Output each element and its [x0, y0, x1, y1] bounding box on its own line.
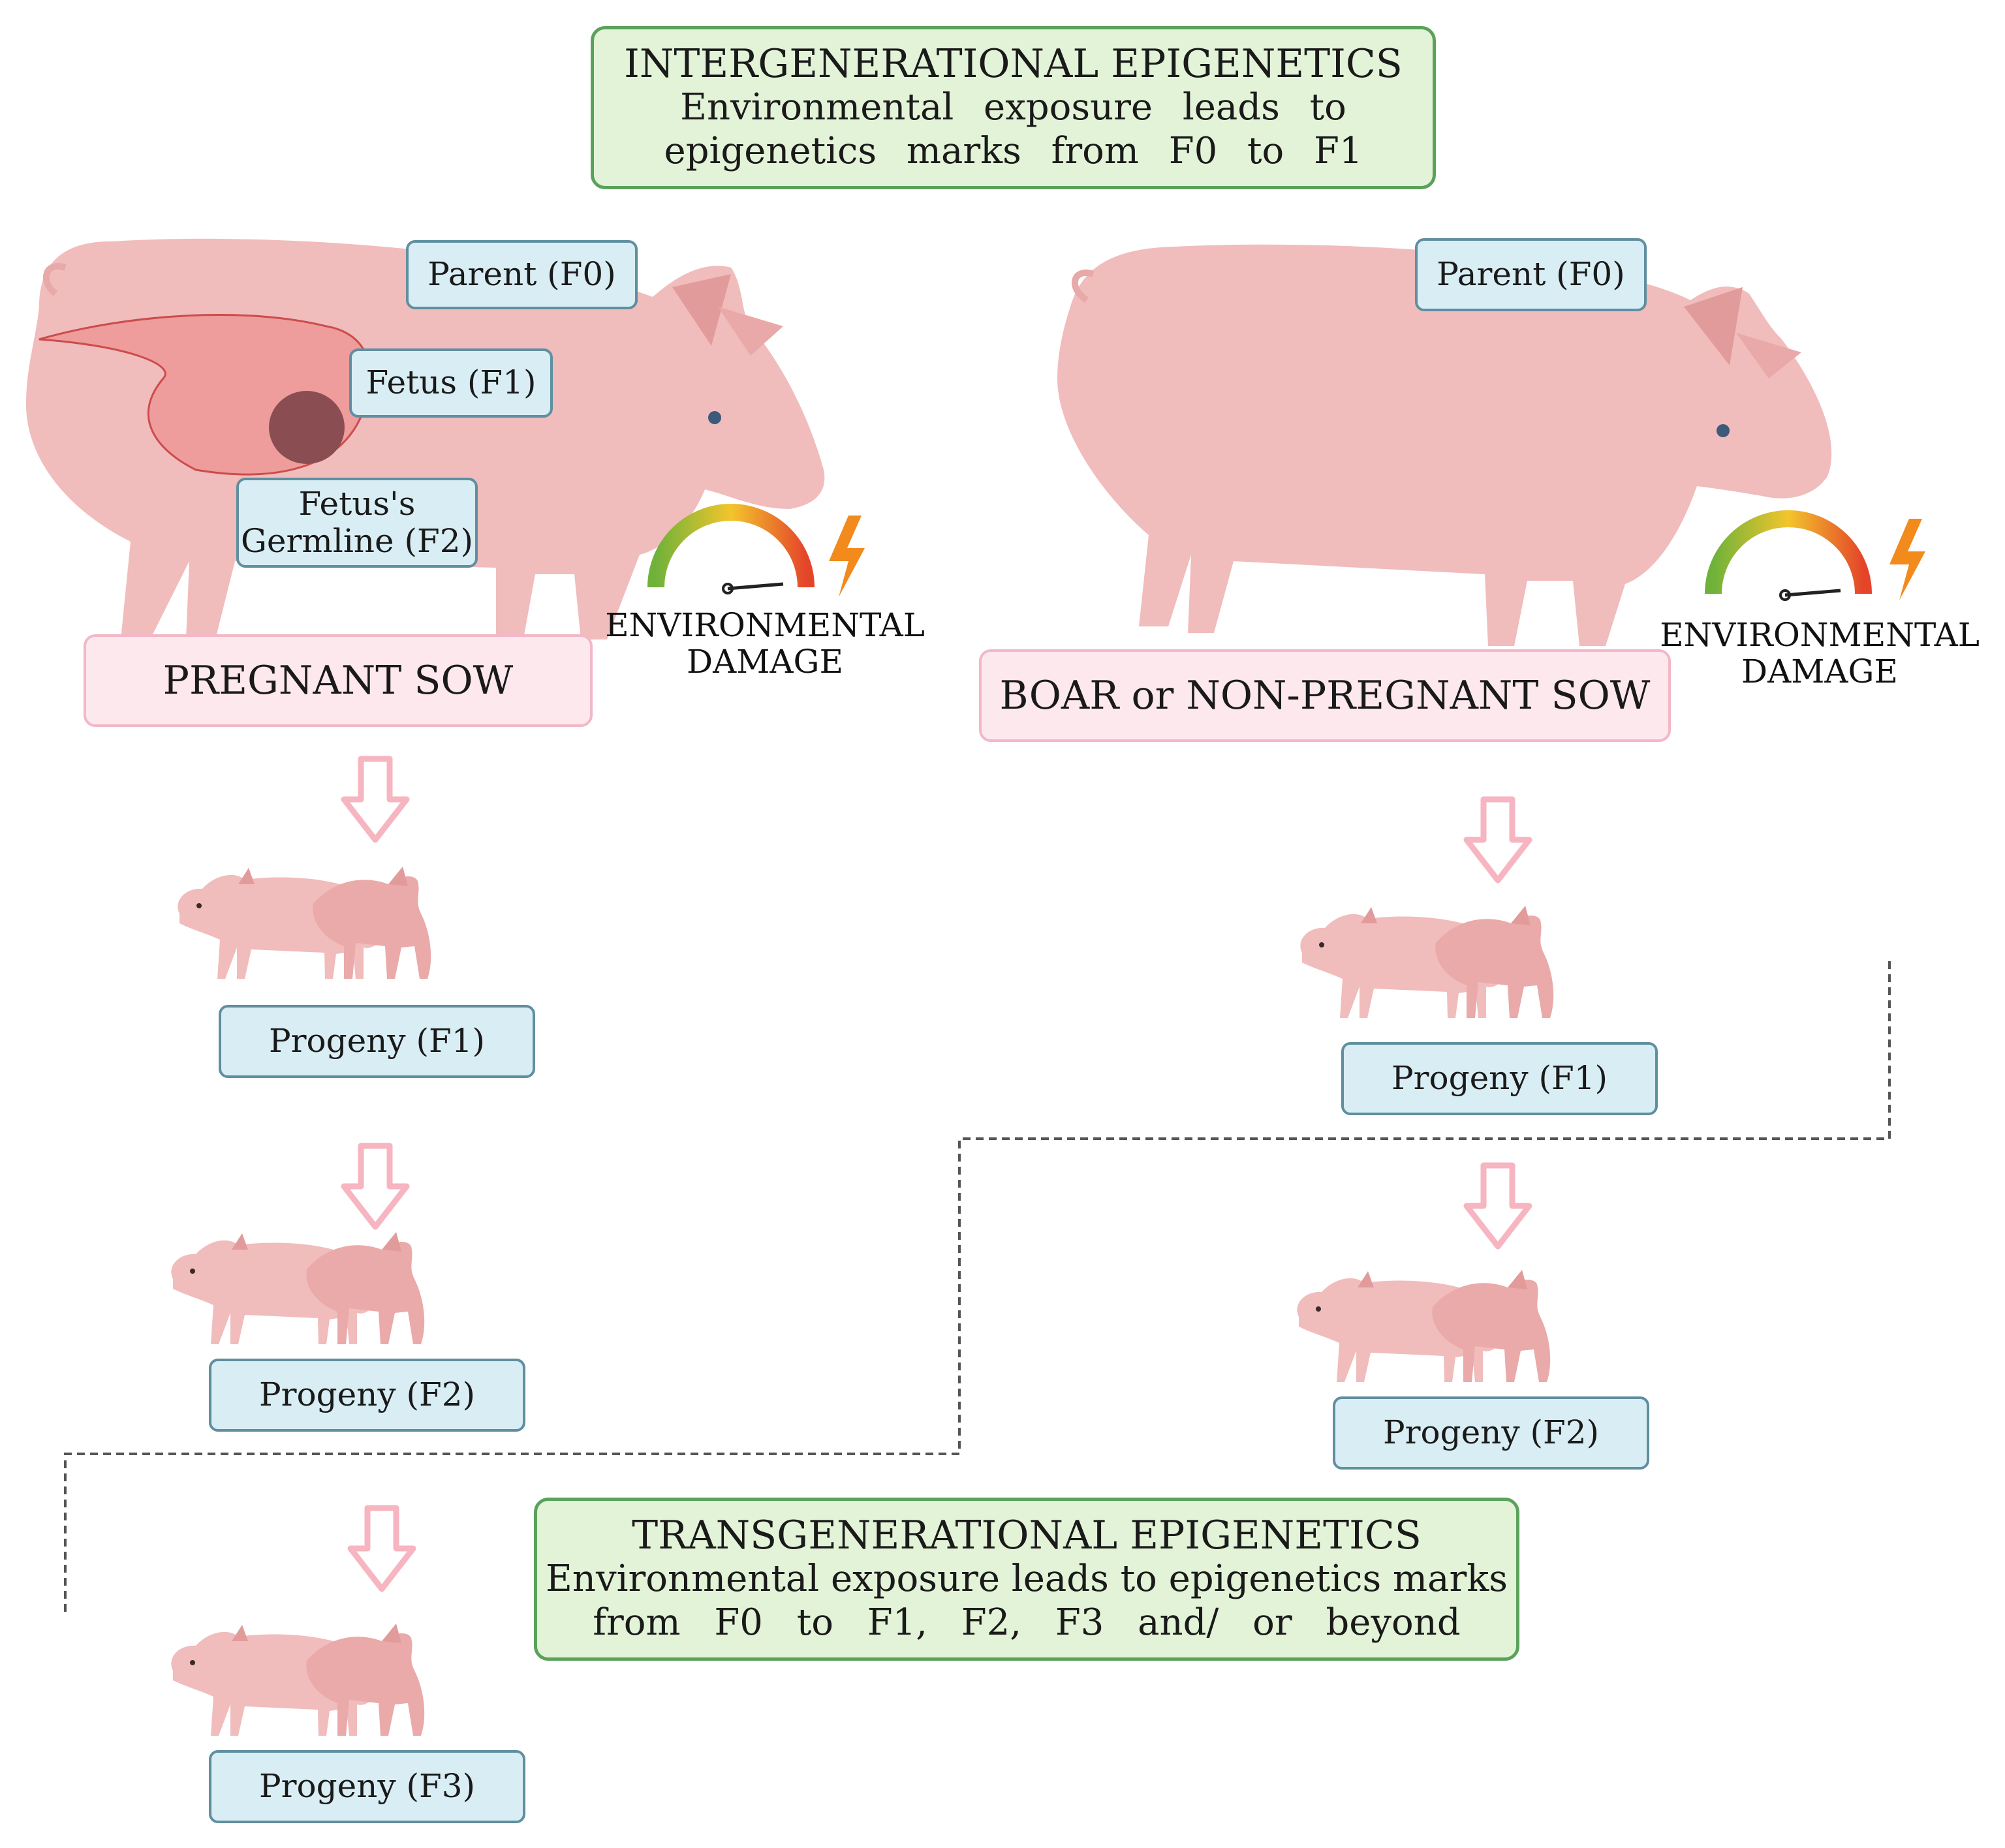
right-parent-label: Parent (F0): [1415, 238, 1647, 311]
piglets-left-f1: [178, 867, 431, 979]
transgenerational-title: TRANSGENERATIONAL EPIGENETICS: [632, 1512, 1422, 1558]
pregnant-sow-label: PREGNANT SOW: [84, 634, 593, 727]
left-damage-label: ENVIRONMENTAL DAMAGE: [605, 606, 925, 681]
intergenerational-box: INTERGENERATIONAL EPIGENETICS Environmen…: [591, 26, 1436, 189]
piglets-right-f1: [1300, 906, 1554, 1018]
damage-gauge-right-icon: [1705, 510, 1872, 601]
progeny-f1-left-label: Progeny (F1): [219, 1005, 535, 1078]
arrow-right-1-icon: [1467, 799, 1529, 880]
boar-illustration: [1057, 244, 1832, 646]
transgenerational-connector-line: [64, 959, 1891, 1612]
transgenerational-box: TRANSGENERATIONAL EPIGENETICS Environmen…: [534, 1498, 1519, 1661]
left-parent-label: Parent (F0): [406, 240, 638, 309]
arrow-left-3-icon: [350, 1508, 413, 1589]
boar-label: BOAR or NON-PREGNANT SOW: [979, 649, 1671, 742]
piglets-left-f3: [171, 1624, 425, 1736]
piglets-right-f2: [1297, 1270, 1551, 1382]
intergenerational-line-1: Environmental exposure leads to: [680, 85, 1346, 129]
transgenerational-line-2: from F0 to F1, F2, F3 and/ or beyond: [593, 1601, 1461, 1644]
progeny-f3-left-label: Progeny (F3): [209, 1750, 525, 1823]
arrow-left-2-icon: [344, 1146, 407, 1227]
damage-gauge-left-icon: [647, 504, 815, 594]
fetus-label: Fetus (F1): [349, 348, 553, 418]
right-damage-label: ENVIRONMENTAL DAMAGE: [1660, 616, 1980, 690]
germline-label: Fetus's Germline (F2): [236, 478, 478, 568]
pregnant-sow-illustration: [26, 238, 825, 646]
piglets-left-f2: [171, 1232, 425, 1344]
arrow-right-2-icon: [1467, 1165, 1529, 1246]
progeny-f2-left-label: Progeny (F2): [209, 1359, 525, 1432]
lightning-right-icon: [1889, 519, 1925, 600]
progeny-f2-right-label: Progeny (F2): [1333, 1396, 1649, 1470]
transgenerational-line-1: Environmental exposure leads to epigenet…: [546, 1557, 1508, 1600]
intergenerational-line-2: epigenetics marks from F0 to F1: [664, 130, 1363, 172]
intergenerational-title: INTERGENERATIONAL EPIGENETICS: [624, 40, 1403, 87]
progeny-f1-right-label: Progeny (F1): [1341, 1042, 1658, 1115]
arrow-left-1-icon: [344, 759, 407, 840]
lightning-left-icon: [829, 516, 865, 597]
